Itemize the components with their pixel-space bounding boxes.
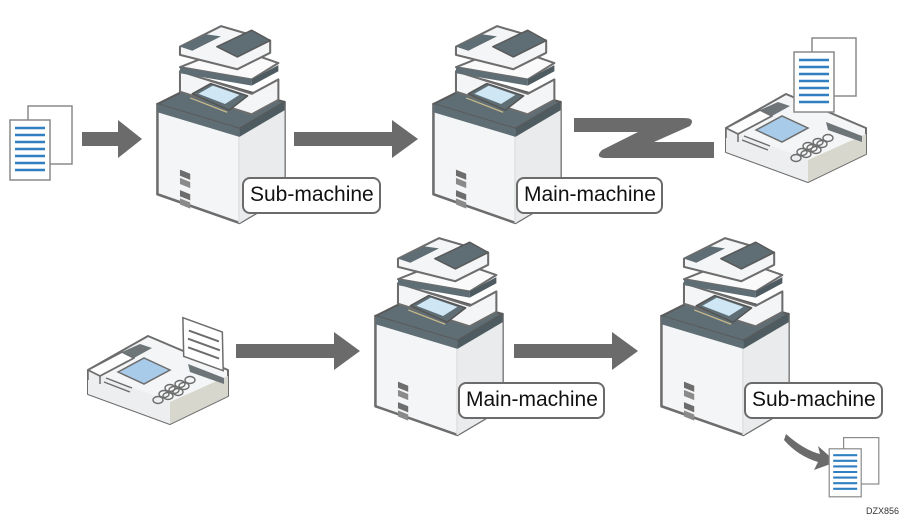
- arrow-right-icon: [514, 332, 638, 370]
- main-machine-label: Main-machine: [516, 177, 663, 214]
- curved-arrow-icon: [784, 434, 836, 470]
- figure-code: DZX856: [865, 506, 899, 516]
- sub-machine-label: Sub-machine: [242, 177, 381, 214]
- output-document-icon: [826, 436, 882, 500]
- received-document-icon: [790, 36, 860, 116]
- telephone-line-icon: [574, 118, 714, 158]
- sub-machine-label: Sub-machine: [744, 382, 883, 419]
- main-machine-label: Main-machine: [458, 382, 605, 419]
- arrow-right-icon: [82, 120, 142, 158]
- fax-paper-icon: [182, 316, 224, 372]
- arrow-right-icon: [294, 120, 418, 158]
- arrow-right-icon: [236, 332, 360, 370]
- source-document-icon: [6, 104, 76, 184]
